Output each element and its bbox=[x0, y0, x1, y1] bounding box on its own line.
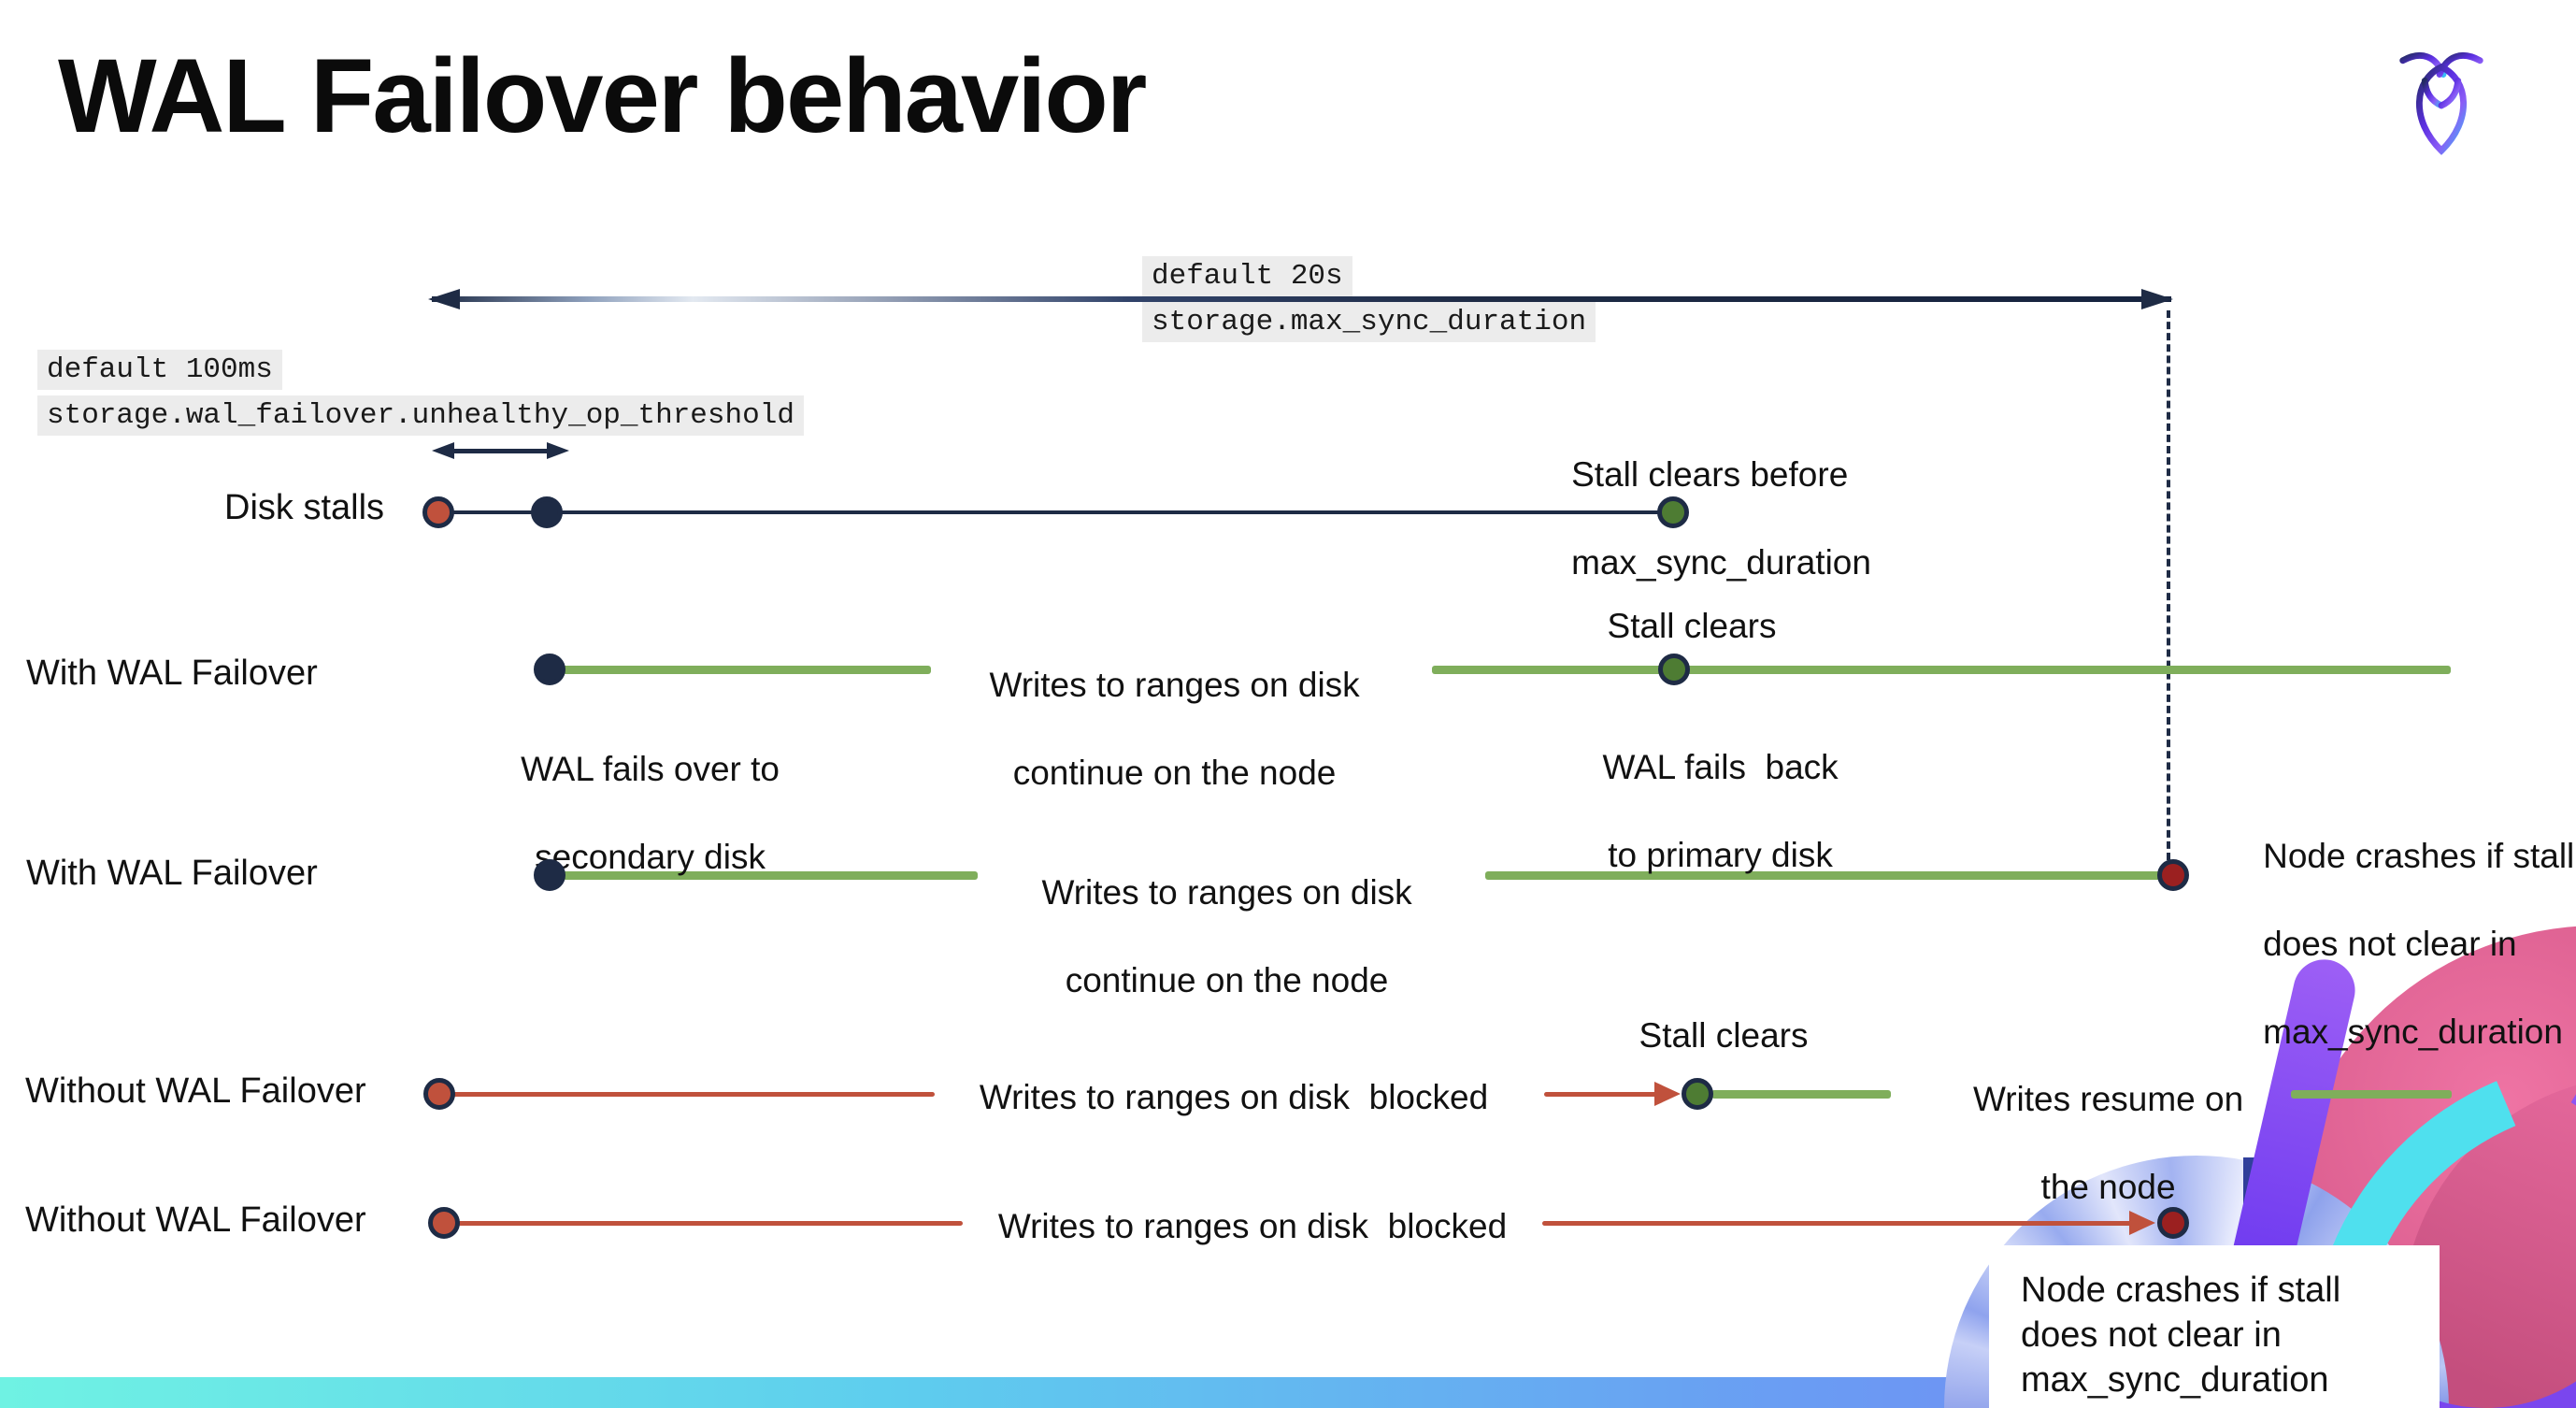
writes-blocked-line-row5a bbox=[446, 1221, 963, 1226]
disk-stall-dot-row4 bbox=[423, 1078, 455, 1110]
writes-resume-line-row4b bbox=[2291, 1090, 2452, 1099]
writes-continue-line-row3b bbox=[1485, 871, 2160, 880]
writes-continue-line-row2a bbox=[563, 666, 931, 674]
threshold-setting-name: storage.wal_failover.unhealthy_op_thresh… bbox=[37, 395, 804, 436]
wal-fails-over-note: WAL fails over to secondary disk bbox=[521, 750, 780, 876]
writes-blocked-note-row4: Writes to ranges on disk blocked bbox=[979, 1078, 1489, 1116]
node-crashes-callout-box: Node crashes if stall does not clear in … bbox=[1989, 1245, 2440, 1408]
stall-clears-note-row2: Stall clears bbox=[1607, 607, 1777, 645]
max-sync-duration-label: default 20s storage.max_sync_duration bbox=[1142, 256, 1596, 348]
stall-clears-dot-row1 bbox=[1657, 496, 1689, 528]
cockroachdb-logo-icon bbox=[2399, 52, 2483, 155]
row-label-without-failover-2: Without WAL Failover bbox=[25, 1200, 366, 1240]
disk-stalls-timeline bbox=[441, 510, 1673, 514]
disk-stall-dot-row5 bbox=[428, 1207, 460, 1239]
writes-continue-line-row3a bbox=[563, 871, 978, 880]
failover-dot-row2 bbox=[534, 654, 565, 685]
writes-continue-note-row3: Writes to ranges on disk continue on the… bbox=[1041, 873, 1412, 999]
wal-fails-back-note: WAL fails back to primary disk bbox=[1602, 748, 1839, 874]
writes-resume-line-row4a bbox=[1711, 1090, 1891, 1099]
row-label-with-failover-2: With WAL Failover bbox=[26, 854, 318, 893]
writes-blocked-line-row4a bbox=[441, 1092, 935, 1097]
stall-clears-note-row4: Stall clears bbox=[1639, 1016, 1809, 1055]
red-arrowhead-row5-icon bbox=[2129, 1211, 2155, 1235]
row-label-without-failover-1: Without WAL Failover bbox=[25, 1071, 366, 1111]
max-sync-deadline-dashed-line bbox=[2167, 310, 2170, 860]
stall-clears-before-note: Stall clears before max_sync_duration bbox=[1571, 455, 1871, 582]
node-crashes-note-row5: Node crashes if stall does not clear in … bbox=[2021, 1271, 2341, 1400]
writes-resume-note: Writes resume on the node bbox=[1972, 1080, 2244, 1206]
stall-clears-dot-row2 bbox=[1658, 654, 1690, 685]
threshold-arrowhead-left-icon bbox=[432, 442, 454, 459]
threshold-arrow bbox=[443, 449, 561, 453]
row-label-with-failover-1: With WAL Failover bbox=[26, 654, 318, 693]
arrowhead-left-icon bbox=[428, 289, 460, 309]
writes-continue-note-row2: Writes to ranges on disk continue on the… bbox=[989, 666, 1360, 792]
writes-continue-line-row2b bbox=[1432, 666, 2451, 674]
node-crash-dot-row3 bbox=[2157, 859, 2189, 891]
red-arrowhead-row4-icon bbox=[1654, 1082, 1681, 1106]
writes-blocked-note-row5: Writes to ranges on disk blocked bbox=[997, 1207, 1508, 1245]
max-sync-duration-arrow bbox=[432, 296, 2171, 302]
max-sync-default-value: default 20s bbox=[1142, 256, 1352, 296]
node-crash-dot-row5 bbox=[2157, 1207, 2189, 1239]
threshold-arrowhead-right-icon bbox=[547, 442, 569, 459]
writes-blocked-line-row4b bbox=[1544, 1092, 1660, 1097]
disk-stall-start-dot bbox=[422, 496, 454, 528]
node-crashes-note-row3: Node crashes if stall does not clear in … bbox=[2263, 837, 2575, 1051]
row-label-disk-stalls: Disk stalls bbox=[224, 488, 385, 527]
page-title: WAL Failover behavior bbox=[58, 37, 1147, 154]
arrowhead-right-icon bbox=[2141, 289, 2173, 309]
writes-blocked-line-row5b bbox=[1542, 1221, 2133, 1226]
threshold-default-value: default 100ms bbox=[37, 350, 282, 390]
max-sync-setting-name: storage.max_sync_duration bbox=[1142, 302, 1596, 342]
stall-clears-dot-row4 bbox=[1682, 1078, 1713, 1110]
unhealthy-op-threshold-label: default 100ms storage.wal_failover.unhea… bbox=[37, 350, 804, 441]
failover-threshold-dot bbox=[531, 496, 563, 528]
failover-dot-row3 bbox=[534, 859, 565, 891]
